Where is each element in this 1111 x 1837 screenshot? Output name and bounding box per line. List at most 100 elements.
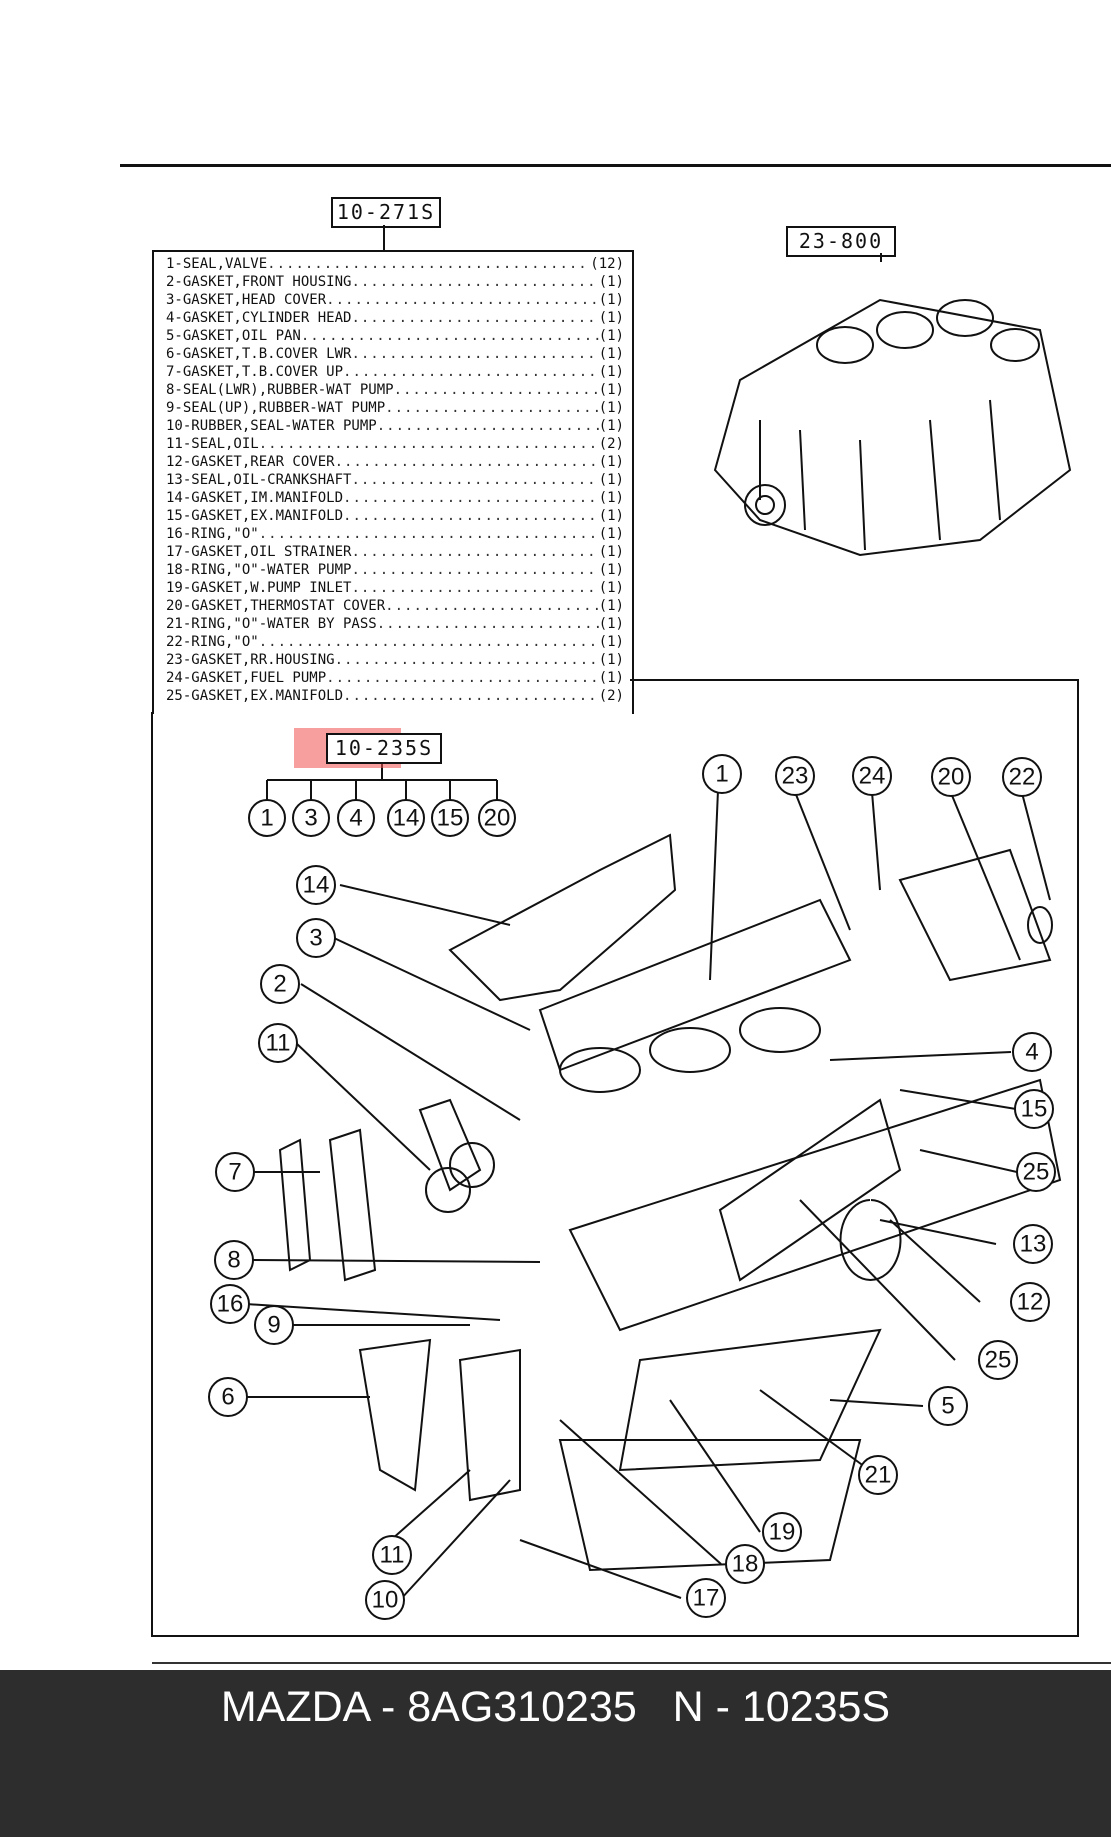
callout-number: 17 <box>693 1585 720 1612</box>
part-name: 5-GASKET,OIL PAN <box>166 328 301 344</box>
callout-circle <box>1014 1089 1054 1129</box>
engine-block-sketch <box>713 298 1072 557</box>
callout-20: 20 <box>478 799 516 837</box>
parts-list-item: 22-RING,"O"(1) <box>166 633 624 651</box>
parts-list-item: 18-RING,"O"-WATER PUMP(1) <box>166 561 624 579</box>
callout-circle <box>1010 1282 1050 1322</box>
part-quantity: (1) <box>598 418 624 434</box>
parts-list-item: 8-SEAL(LWR),RUBBER-WAT PUMP (1) <box>166 381 624 399</box>
part-quantity: (1) <box>598 526 624 542</box>
part-quantity: (1) <box>598 310 624 326</box>
callout-circle <box>858 1455 898 1495</box>
callout-circle <box>296 865 336 905</box>
part-name: 25-GASKET,EX.MANIFOLD <box>166 688 344 704</box>
callout-3: 3 <box>292 799 330 837</box>
block-reference-label: 23-800 <box>786 226 896 257</box>
leader-lines <box>244 789 1051 1601</box>
parts-list-item: 14-GASKET,IM.MANIFOLD(1) <box>166 489 624 507</box>
footer-gap <box>637 1683 673 1731</box>
part-name: 20-GASKET,THERMOSTAT COVER <box>166 598 386 614</box>
parts-list-item: 4-GASKET,CYLINDER HEAD(1) <box>166 309 624 327</box>
callout-number: 2 <box>273 971 286 998</box>
callout-3: 3 <box>296 918 336 958</box>
callout-13: 13 <box>1013 1224 1053 1264</box>
callout-number: 11 <box>266 1030 291 1057</box>
parts-list-item: 21-RING,"O"-WATER BY PASS(1) <box>166 615 624 633</box>
callout-circle <box>210 1284 250 1324</box>
callout-11: 11 <box>258 1023 298 1063</box>
footer-ref: N - 10235S <box>672 1683 891 1731</box>
callout-circle <box>214 1240 254 1280</box>
parts-list-item: 25-GASKET,EX.MANIFOLD (2) <box>166 687 624 705</box>
parts-list-item: 17-GASKET,OIL STRAINER (1) <box>166 543 624 561</box>
callout-number: 10 <box>372 1587 399 1614</box>
part-quantity: (1) <box>598 274 624 290</box>
part-name: 11-SEAL,OIL <box>166 436 259 452</box>
callout-15: 15 <box>1014 1089 1054 1129</box>
callout-number: 25 <box>1023 1159 1050 1186</box>
callout-number: 14 <box>393 805 420 832</box>
callout-circle <box>296 918 336 958</box>
callout-number: 16 <box>217 1291 244 1318</box>
callout-15: 15 <box>431 799 469 837</box>
callout-14: 14 <box>296 865 336 905</box>
part-quantity: (2) <box>598 436 624 452</box>
parts-list-item: 20-GASKET,THERMOSTAT COVER(1) <box>166 597 624 615</box>
callout-number: 15 <box>1021 1096 1048 1123</box>
parts-list-frame <box>152 250 634 714</box>
callout-19: 19 <box>762 1512 802 1552</box>
part-quantity: (1) <box>598 544 624 560</box>
part-name: 13-SEAL,OIL-CRANKSHAFT <box>166 472 352 488</box>
part-name: 15-GASKET,EX.MANIFOLD <box>166 508 344 524</box>
callout-number: 22 <box>1009 764 1036 791</box>
callout-2: 2 <box>260 964 300 1004</box>
part-quantity: (1) <box>598 382 624 398</box>
callout-number: 20 <box>484 805 511 832</box>
footer-part-number: 8AG310235 <box>407 1683 637 1731</box>
part-quantity: (1) <box>598 508 624 524</box>
callout-circle <box>775 756 815 796</box>
callout-25: 25 <box>978 1340 1018 1380</box>
callout-circle <box>260 964 300 1004</box>
callout-circle <box>254 1305 294 1345</box>
part-quantity: (1) <box>598 562 624 578</box>
footer-caption: MAZDA - 8AG310235 N - 10235S <box>0 1683 1111 1732</box>
callout-number: 13 <box>1020 1231 1047 1258</box>
callout-number: 3 <box>309 925 322 952</box>
part-quantity: (12) <box>590 256 624 272</box>
footer-brand: MAZDA <box>220 1683 369 1731</box>
callout-number: 23 <box>782 763 809 790</box>
parts-list-item: 24-GASKET,FUEL PUMP(1) <box>166 669 624 687</box>
part-name: 1-SEAL,VALVE <box>166 256 268 272</box>
kit-label-10-271s: 10-271S <box>331 197 441 228</box>
callout-number: 25 <box>985 1347 1012 1374</box>
callout-1: 1 <box>248 799 286 837</box>
part-quantity: (1) <box>598 616 624 632</box>
callout-circle <box>762 1512 802 1552</box>
parts-list-item: 1-SEAL,VALVE (12) <box>166 255 624 273</box>
callout-number: 24 <box>859 763 886 790</box>
parts-list-item: 6-GASKET,T.B.COVER LWR(1) <box>166 345 624 363</box>
part-quantity: (1) <box>598 580 624 596</box>
callout-circle <box>1012 1032 1052 1072</box>
callout-number: 20 <box>938 764 965 791</box>
parts-list-item: 10-RUBBER,SEAL-WATER PUMP(1) <box>166 417 624 435</box>
callout-number: 18 <box>732 1551 759 1578</box>
callout-4: 4 <box>1012 1032 1052 1072</box>
callout-number: 11 <box>380 1542 405 1569</box>
callout-7: 7 <box>215 1152 255 1192</box>
callout-number: 4 <box>1025 1039 1038 1066</box>
bottom-rule <box>152 1662 1111 1664</box>
part-name: 8-SEAL(LWR),RUBBER-WAT PUMP <box>166 382 394 398</box>
part-name: 17-GASKET,OIL STRAINER <box>166 544 352 560</box>
callout-17: 17 <box>686 1578 726 1618</box>
callout-number: 8 <box>227 1247 240 1274</box>
part-name: 2-GASKET,FRONT HOUSING <box>166 274 352 290</box>
callout-circle <box>208 1377 248 1417</box>
callout-circle <box>931 757 971 797</box>
part-quantity: (2) <box>598 688 624 704</box>
parts-list-item: 16-RING,"O"(1) <box>166 525 624 543</box>
